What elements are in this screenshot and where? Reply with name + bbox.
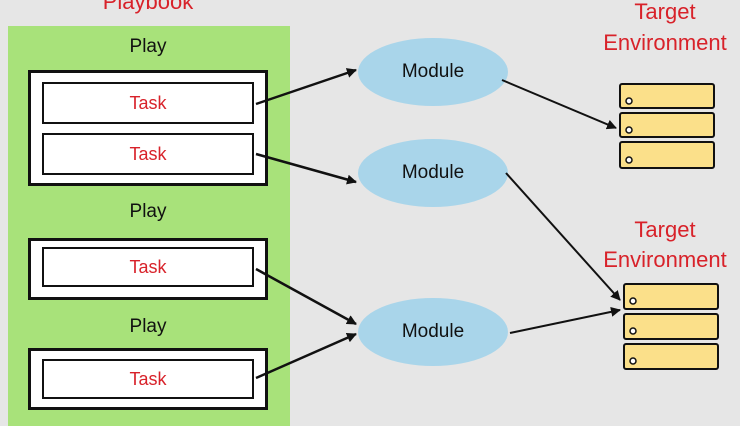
env-title-2-line1: Target <box>634 217 696 242</box>
server-icon <box>619 83 715 109</box>
arrow-module3-env2 <box>509 306 621 334</box>
arrow-task4-module3 <box>255 332 357 380</box>
env-title-1-line2: Environment <box>603 30 727 55</box>
module-1: Module <box>358 38 508 106</box>
server-stack-1 <box>619 83 715 169</box>
server-icon <box>619 112 715 138</box>
task-3: Task <box>42 247 254 287</box>
arrow-module1-env1 <box>501 79 617 130</box>
diagram-graphics <box>255 68 719 380</box>
server-icon <box>623 343 719 370</box>
server-icon <box>619 141 715 169</box>
play-label-3: Play <box>129 316 167 337</box>
module-2: Module <box>358 139 508 207</box>
play-label-1: Play <box>129 36 167 57</box>
env-title-2-line2: Environment <box>603 247 727 272</box>
module-3: Module <box>358 298 508 366</box>
env-title-1-line1: Target <box>634 0 696 24</box>
server-icon <box>623 313 719 340</box>
task-1: Task <box>42 82 254 124</box>
task-2: Task <box>42 133 254 175</box>
task-4: Task <box>42 359 254 399</box>
arrow-module2-env2 <box>505 172 621 301</box>
arrow-task3-module3 <box>255 267 357 326</box>
play-label-2: Play <box>129 201 167 222</box>
server-stack-2 <box>623 283 719 370</box>
arrow-task1-module1 <box>255 68 357 106</box>
arrow-task2-module2 <box>255 152 357 185</box>
playbook-title: Playbook <box>102 0 194 14</box>
server-icon <box>623 283 719 310</box>
